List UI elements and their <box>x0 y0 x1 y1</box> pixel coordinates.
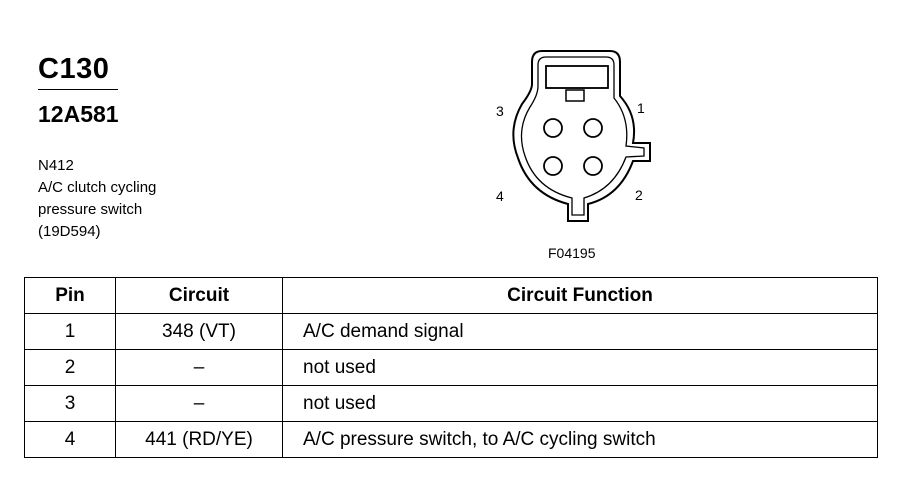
function-cell: not used <box>282 385 878 422</box>
function-cell: A/C pressure switch, to A/C cycling swit… <box>282 421 878 458</box>
part-number: 12A581 <box>38 101 119 127</box>
table-row: 3 – not used <box>24 385 878 422</box>
pin-cavity-2 <box>583 156 603 176</box>
pin-label-3: 3 <box>496 103 504 119</box>
column-header-function: Circuit Function <box>282 277 878 314</box>
connector-face-diagram: 1 2 3 4 <box>496 50 651 222</box>
pin-label-1: 1 <box>637 100 645 116</box>
title-underline <box>38 89 118 90</box>
function-cell: A/C demand signal <box>282 313 878 350</box>
pin-cavity-1 <box>583 118 603 138</box>
locking-tab <box>545 65 609 89</box>
description-line: N412 <box>38 157 74 174</box>
description-line: pressure switch <box>38 201 143 218</box>
pin-cavity-3 <box>543 118 563 138</box>
pin-cell: 4 <box>24 421 116 458</box>
connector-housing-inner <box>520 56 645 216</box>
pin-cell: 3 <box>24 385 116 422</box>
connector-housing-outline <box>512 50 651 222</box>
table-row: 4 441 (RD/YE) A/C pressure switch, to A/… <box>24 421 878 458</box>
pin-cavity-4 <box>543 156 563 176</box>
function-cell: not used <box>282 349 878 386</box>
column-header-circuit: Circuit <box>115 277 283 314</box>
pin-label-2: 2 <box>635 187 643 203</box>
locking-tab-notch <box>565 89 585 102</box>
connector-id: C130 <box>38 53 110 85</box>
circuit-cell: – <box>115 385 283 422</box>
pin-cell: 2 <box>24 349 116 386</box>
table-header-row: Pin Circuit Circuit Function <box>24 277 878 314</box>
figure-id: F04195 <box>548 245 596 261</box>
pin-table: Pin Circuit Circuit Function 1 348 (VT) … <box>24 277 878 458</box>
table-row: 1 348 (VT) A/C demand signal <box>24 313 878 350</box>
description-line: (19D594) <box>38 223 101 240</box>
connector-description: N412 A/C clutch cycling pressure switch … <box>38 155 156 243</box>
table-row: 2 – not used <box>24 349 878 386</box>
connector-header: C130 12A581 <box>38 52 119 128</box>
column-header-pin: Pin <box>24 277 116 314</box>
pin-cell: 1 <box>24 313 116 350</box>
description-line: A/C clutch cycling <box>38 179 157 196</box>
circuit-cell: 348 (VT) <box>115 313 283 350</box>
pin-label-4: 4 <box>496 188 504 204</box>
circuit-cell: – <box>115 349 283 386</box>
circuit-cell: 441 (RD/YE) <box>115 421 283 458</box>
